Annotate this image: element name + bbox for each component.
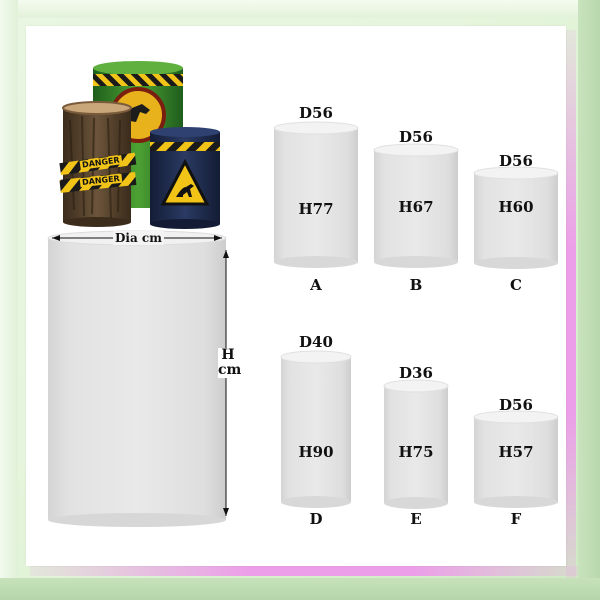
frame-glow-right [566, 30, 576, 578]
option-letter-d: D [309, 510, 323, 528]
size-cylinder-f [473, 410, 559, 508]
height-a: H77 [298, 200, 334, 218]
height-label: H cm [218, 347, 242, 378]
cylinder-base [274, 256, 358, 268]
cylinder-body [281, 357, 351, 502]
diameter-a: D56 [299, 104, 333, 122]
cylinder-top [373, 143, 459, 157]
option-letter-a: A [310, 276, 322, 294]
option-letter-e: E [410, 510, 422, 528]
cylinder-top [280, 350, 352, 364]
cylinder-body [274, 128, 358, 262]
cylinder-base [474, 496, 558, 508]
frame-bevel-bottom [0, 578, 600, 600]
size-cylinder-e [383, 379, 449, 509]
diameter-c: D56 [499, 152, 533, 170]
diameter-e: D36 [399, 364, 433, 382]
main-cylinder [47, 230, 227, 527]
diameter-d: D40 [299, 333, 333, 351]
diameter-b: D56 [399, 128, 433, 146]
height-label-h: H [221, 347, 235, 363]
cylinder-base [281, 496, 351, 508]
height-arrow [223, 250, 229, 516]
frame-bevel-top [0, 0, 600, 18]
cylinder-top [473, 166, 559, 180]
cylinder-top [473, 410, 559, 424]
frame-bevel-right [578, 0, 600, 600]
main-cylinder-base [48, 513, 226, 527]
cylinder-body [374, 150, 458, 262]
option-letter-f: F [510, 510, 522, 528]
size-cylinder-a [273, 121, 359, 268]
height-label-cm: cm [218, 362, 242, 378]
height-f: H57 [498, 443, 534, 461]
cylinder-body [474, 173, 558, 263]
height-b: H67 [398, 198, 434, 216]
height-d: H90 [298, 443, 334, 461]
height-e: H75 [398, 443, 434, 461]
size-cylinder-d [280, 350, 352, 508]
cylinder-body [384, 386, 448, 503]
height-c: H60 [498, 198, 534, 216]
frame-glow-bottom [30, 566, 578, 576]
size-cylinder-b [373, 143, 459, 268]
warning-sign-icon [160, 158, 210, 206]
diameter-f: D56 [499, 396, 533, 414]
cylinder-top [273, 121, 359, 135]
size-cylinder-c [473, 166, 559, 269]
frame-bevel-left [0, 0, 18, 600]
cylinder-base [374, 256, 458, 268]
main-cylinder-body [48, 238, 226, 520]
cylinder-body [474, 417, 558, 502]
diameter-label: Dia cm [113, 231, 164, 245]
option-letter-c: C [510, 276, 522, 294]
cylinder-top [383, 379, 449, 393]
navy-cover [150, 127, 220, 229]
option-letter-b: B [409, 276, 423, 294]
cylinder-base [474, 257, 558, 269]
cylinder-base [384, 497, 448, 509]
